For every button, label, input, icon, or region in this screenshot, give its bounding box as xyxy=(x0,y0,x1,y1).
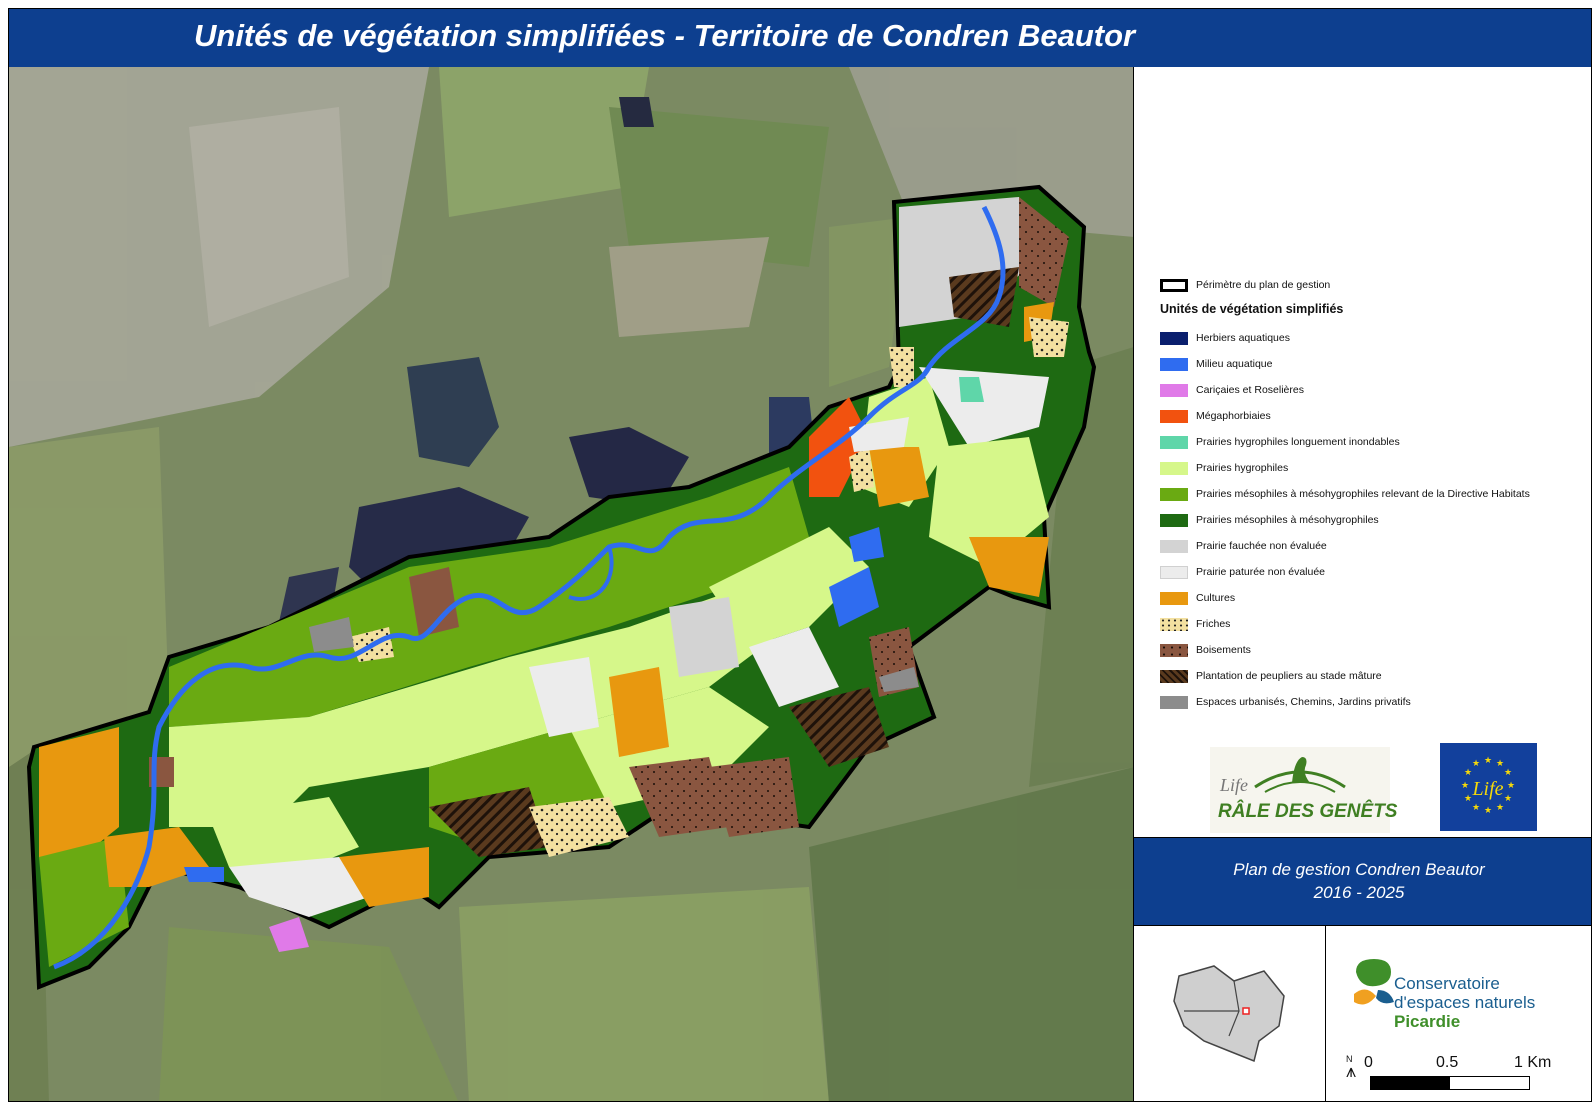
legend-item-label: Cariçaies et Roselières xyxy=(1196,384,1304,396)
svg-text:★: ★ xyxy=(1484,806,1492,816)
legend-item-label: Espaces urbanisés, Chemins, Jardins priv… xyxy=(1196,696,1411,708)
title-bar: Unités de végétation simplifiées - Terri… xyxy=(9,9,1591,67)
legend-perimeter-label: Périmètre du plan de gestion xyxy=(1196,279,1331,291)
plan-years: 2016 - 2025 xyxy=(1313,883,1405,902)
eu-stars-icon: ★★★ ★★★ ★★★ ★★★ Life xyxy=(1461,756,1515,816)
svg-text:★: ★ xyxy=(1504,768,1512,778)
legend-item-label: Milieu aquatique xyxy=(1196,358,1273,370)
eu-life-logo: ★★★ ★★★ ★★★ ★★★ Life xyxy=(1440,743,1537,831)
plan-info-box: Plan de gestion Condren Beautor 2016 - 2… xyxy=(1134,837,1591,925)
side-panel: Périmètre du plan de gestion Unités de v… xyxy=(1134,67,1591,1101)
legend-item-label: Friches xyxy=(1196,618,1231,630)
legend-swatch xyxy=(1160,513,1188,527)
rale-logo-text: RÂLE DES GENÊTS xyxy=(1218,801,1398,822)
svg-text:Life: Life xyxy=(1471,778,1503,800)
legend-item: Herbiers aquatiques xyxy=(1160,330,1290,346)
legend-item: Prairies hygrophiles xyxy=(1160,460,1288,476)
legend-item-label: Prairies hygrophiles longuement inondabl… xyxy=(1196,436,1400,448)
legend-swatch xyxy=(1160,643,1188,657)
rale-des-genets-logo: Life RÂLE DES GENÊTS xyxy=(1210,747,1397,833)
legend-item-label: Cultures xyxy=(1196,592,1236,604)
svg-text:★: ★ xyxy=(1484,756,1492,766)
perimeter-swatch xyxy=(1160,278,1188,292)
svg-text:★: ★ xyxy=(1507,781,1515,791)
legend-swatch xyxy=(1160,591,1188,605)
legend-item: Prairies mésophiles à mésohygrophiles xyxy=(1160,512,1379,528)
scale-label-mid: 0.5 xyxy=(1436,1054,1459,1071)
legend-item: Prairies hygrophiles longuement inondabl… xyxy=(1160,434,1400,450)
cen-name: Conservatoire d'espaces naturels Picardi… xyxy=(1394,974,1536,1031)
legend-swatch xyxy=(1160,357,1188,371)
legend-swatch xyxy=(1160,539,1188,553)
cen-picardie-block: Conservatoire d'espaces naturels Picardi… xyxy=(1326,925,1591,1101)
legend-item: Cultures xyxy=(1160,590,1235,606)
map-frame: Unités de végétation simplifiées - Terri… xyxy=(8,8,1592,1102)
legend-item-label: Prairie paturée non évaluée xyxy=(1196,566,1326,578)
map-area[interactable] xyxy=(9,67,1134,1102)
legend-heading: Unités de végétation simplifiés xyxy=(1160,302,1344,316)
legend-item: Friches xyxy=(1160,616,1230,632)
legend-item-label: Plantation de peupliers au stade mâture xyxy=(1196,670,1382,682)
legend-swatch xyxy=(1160,617,1188,631)
legend-item: Mégaphorbiaies xyxy=(1160,408,1271,424)
legend-item: Prairies mésophiles à mésohygrophiles re… xyxy=(1160,486,1530,502)
north-arrow: N ⩚ xyxy=(1346,1054,1357,1081)
river xyxy=(53,205,1006,970)
legend-item-label: Prairies mésophiles à mésohygrophiles xyxy=(1196,514,1379,526)
legend-swatch xyxy=(1160,409,1188,423)
svg-text:★: ★ xyxy=(1464,768,1472,778)
legend-swatch xyxy=(1160,331,1188,345)
legend-item: Prairie fauchée non évaluée xyxy=(1160,538,1327,554)
svg-text:★: ★ xyxy=(1464,794,1472,804)
svg-text:★: ★ xyxy=(1461,781,1469,791)
svg-text:★: ★ xyxy=(1472,803,1480,813)
aerial-texture xyxy=(9,67,1133,1101)
map-title: Unités de végétation simplifiées - Terri… xyxy=(194,18,1136,53)
svg-text:★: ★ xyxy=(1496,759,1504,769)
bird-icon: Life xyxy=(1219,757,1346,795)
cen-leaf-icon xyxy=(1354,959,1394,1005)
scale-bar xyxy=(1370,1076,1530,1090)
legend-item-label: Herbiers aquatiques xyxy=(1196,332,1290,344)
legend-item-label: Prairies mésophiles à mésohygrophiles re… xyxy=(1196,488,1530,500)
legend-item-label: Mégaphorbiaies xyxy=(1196,410,1271,422)
legend-item: Prairie paturée non évaluée xyxy=(1160,564,1325,580)
scale-label-0: 0 xyxy=(1364,1054,1373,1071)
legend-swatch xyxy=(1160,565,1188,579)
legend-item-label: Prairie fauchée non évaluée xyxy=(1196,540,1327,552)
legend-item: Milieu aquatique xyxy=(1160,356,1272,372)
legend-swatch xyxy=(1160,669,1188,683)
legend-swatch xyxy=(1160,487,1188,501)
legend-item-label: Prairies hygrophiles xyxy=(1196,462,1289,474)
legend-item: Cariçaies et Roselières xyxy=(1160,382,1304,398)
legend-item: Espaces urbanisés, Chemins, Jardins priv… xyxy=(1160,694,1411,710)
legend-perimeter: Périmètre du plan de gestion xyxy=(1160,277,1330,293)
legend-item: Plantation de peupliers au stade mâture xyxy=(1160,668,1382,684)
scale-label-end: 1 Km xyxy=(1514,1054,1552,1071)
map-canvas[interactable] xyxy=(9,67,1134,1102)
legend-swatch xyxy=(1160,383,1188,397)
site-location-marker xyxy=(1242,1007,1250,1015)
legend-swatch xyxy=(1160,695,1188,709)
location-inset xyxy=(1134,925,1326,1101)
picardie-locator-map xyxy=(1173,965,1285,1063)
legend-item: Boisements xyxy=(1160,642,1251,658)
legend-swatch xyxy=(1160,435,1188,449)
svg-text:★: ★ xyxy=(1472,759,1480,769)
svg-text:★: ★ xyxy=(1496,803,1504,813)
svg-text:★: ★ xyxy=(1504,794,1512,804)
plan-title: Plan de gestion Condren Beautor xyxy=(1233,860,1485,879)
legend-swatch xyxy=(1160,461,1188,475)
svg-text:Life: Life xyxy=(1219,775,1248,795)
vegetation-units[interactable] xyxy=(26,184,1097,990)
river-meander xyxy=(568,546,614,601)
legend-item-label: Boisements xyxy=(1196,644,1251,656)
